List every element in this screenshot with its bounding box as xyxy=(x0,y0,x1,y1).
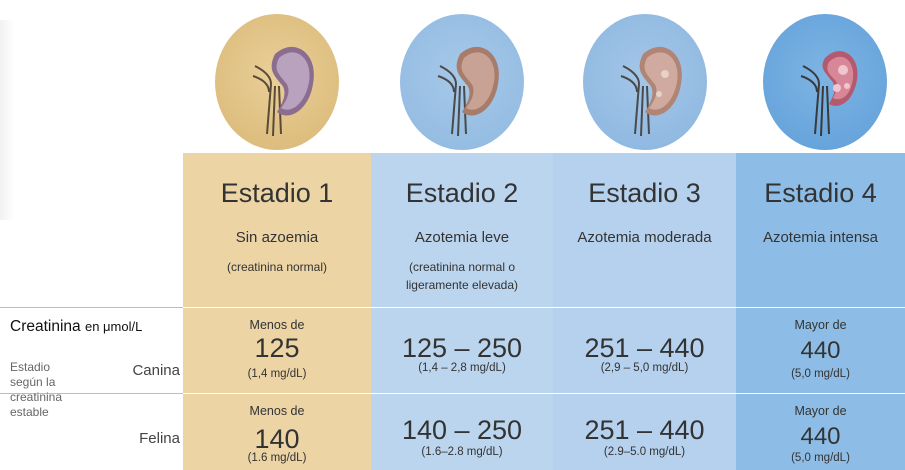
stage-2-title: Estadio 2 xyxy=(405,178,519,208)
canine-stage-1-unit: (1,4 mg/dL) xyxy=(247,368,307,380)
species-feline: Felina xyxy=(139,430,180,447)
kidney-stage-3-icon xyxy=(583,14,707,150)
canine-stage-3-value: 251 – 440 xyxy=(584,333,705,363)
stage-2-note-line1: (creatinina normal o xyxy=(408,260,516,274)
stage-4-title: Estadio 4 xyxy=(764,178,877,208)
stage-3-subtitle: Azotemia moderada xyxy=(577,229,712,246)
canine-stage-4-prefix: Mayor de xyxy=(794,318,847,332)
row-separator-mid xyxy=(183,393,905,394)
kidney-stage-2-icon xyxy=(400,14,524,150)
stage-3-column xyxy=(553,153,736,470)
stage-2-subtitle: Azotemia leve xyxy=(414,229,510,246)
canine-stage-1-value: 125 xyxy=(254,333,300,363)
stage-2-note-line2: ligeramente elevada) xyxy=(405,278,519,292)
feline-stage-3-value: 251 – 440 xyxy=(584,415,705,445)
stage-4-subtitle: Azotemia intensa xyxy=(762,229,879,246)
row-separator-left-top xyxy=(0,307,183,308)
stage-1-note: (creatinina normal) xyxy=(226,260,328,274)
species-canine: Canina xyxy=(132,362,180,379)
canine-stage-4-value: 440 xyxy=(800,337,841,364)
stage-3-title: Estadio 3 xyxy=(588,178,701,208)
feline-stage-1-unit: (1.6 mg/dL) xyxy=(247,452,307,464)
row-header-unit: en μmol/L xyxy=(84,319,143,334)
kidney-stage-4-icon xyxy=(763,14,887,150)
stage-1-subtitle: Sin azoemia xyxy=(235,229,319,246)
row-separator-top xyxy=(183,307,905,308)
canine-stage-1-prefix: Menos de xyxy=(249,318,305,332)
side-label-line3: creatinina xyxy=(10,390,63,404)
feline-stage-1-prefix: Menos de xyxy=(249,404,305,418)
side-label-line4: estable xyxy=(10,405,49,419)
canine-stage-4-unit: (5,0 mg/dL) xyxy=(791,368,850,380)
kidney-stage-1-icon xyxy=(215,14,339,150)
stage-1-title: Estadio 1 xyxy=(220,178,334,208)
side-label-line1: Estadio xyxy=(10,360,51,374)
row-header: Creatinina en μmol/L xyxy=(10,318,142,336)
feline-stage-4-prefix: Mayor de xyxy=(794,404,847,418)
stage-1-column xyxy=(183,153,371,470)
feline-stage-4-value: 440 xyxy=(800,423,841,450)
feline-stage-4-unit: (5,0 mg/dL) xyxy=(791,452,850,464)
stage-4-column xyxy=(736,153,905,470)
stage-2-column xyxy=(371,153,553,470)
feline-stage-2-unit: (1.6–2.8 mg/dL) xyxy=(421,446,503,458)
feline-stage-2-value: 140 – 250 xyxy=(401,415,523,445)
row-separator-left-mid xyxy=(0,393,183,394)
canine-stage-2-value: 125 – 250 xyxy=(401,333,523,363)
side-label-line2: según la xyxy=(10,375,56,389)
row-header-bold: Creatinina xyxy=(10,318,81,335)
canine-stage-3-unit: (2,9 – 5,0 mg/dL) xyxy=(600,362,689,374)
canine-stage-2-unit: (1,4 – 2,8 mg/dL) xyxy=(418,362,506,374)
left-decoration xyxy=(0,20,14,220)
side-label: Estadio según la creatinina estable xyxy=(10,360,62,420)
feline-stage-3-unit: (2.9–5.0 mg/dL) xyxy=(603,446,686,458)
feline-stage-1-value: 140 xyxy=(254,424,300,454)
